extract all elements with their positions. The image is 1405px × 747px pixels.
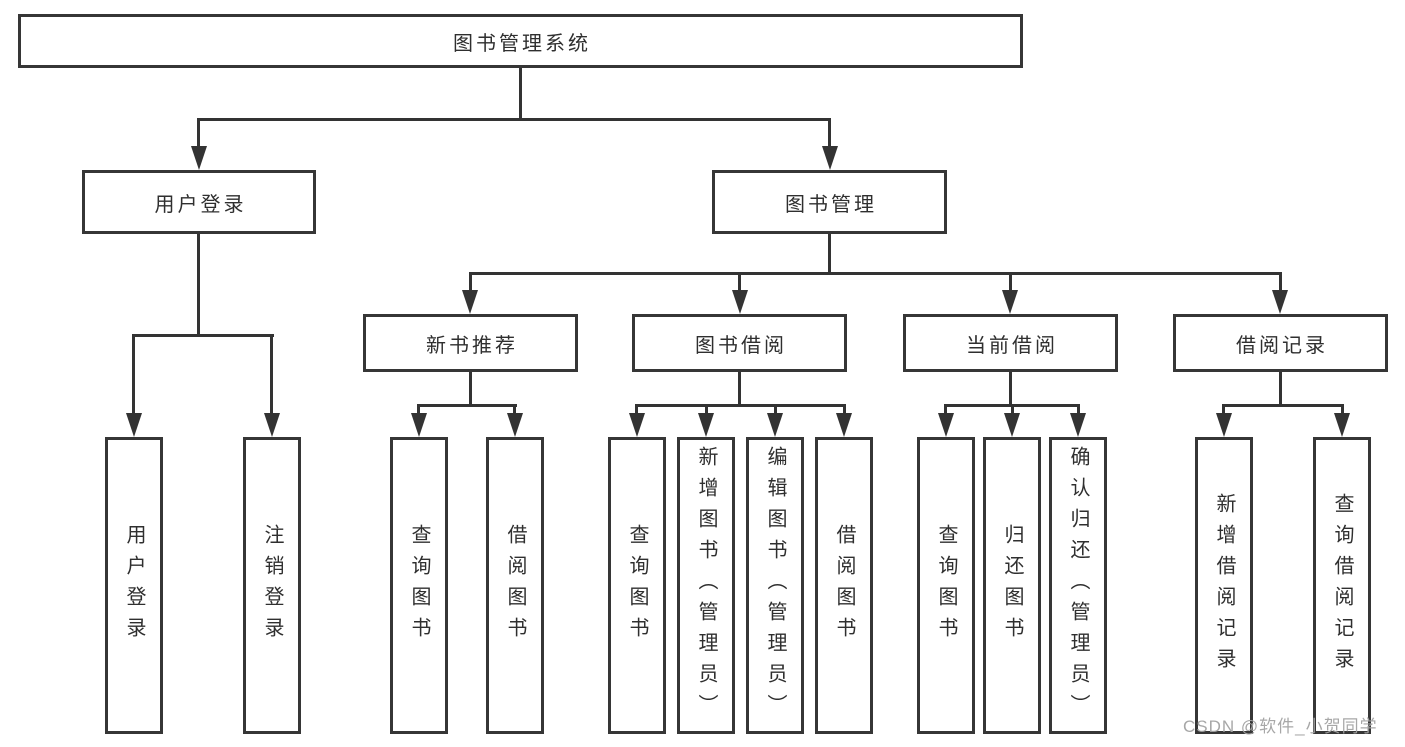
arrowhead-down-icon xyxy=(629,413,645,437)
node-leaf-cb-query-books: 查询图书 xyxy=(917,437,975,734)
node-leaf-br-query-record: 查询借阅记录 xyxy=(1313,437,1371,734)
drop-line xyxy=(270,334,273,416)
node-leaf-nb-borrow-books: 借阅图书 xyxy=(486,437,544,734)
node-leaf-bb-query-books: 查询图书 xyxy=(608,437,666,734)
arrowhead-down-icon xyxy=(507,413,523,437)
node-book-borrow: 图书借阅 xyxy=(632,314,847,372)
node-leaf-user-login: 用户登录 xyxy=(105,437,163,734)
node-leaf-bb-edit-books-admin: 编辑图书（管理员） xyxy=(746,437,804,734)
node-leaf-bb-borrow-books: 借阅图书 xyxy=(815,437,873,734)
rail-line xyxy=(635,404,846,407)
stem-line xyxy=(197,234,200,334)
drop-line xyxy=(1341,404,1344,415)
drop-line xyxy=(944,404,947,415)
node-user-login: 用户登录 xyxy=(82,170,316,234)
node-root: 图书管理系统 xyxy=(18,14,1023,68)
stem-line xyxy=(738,372,741,404)
drop-line xyxy=(705,404,708,415)
drop-line xyxy=(635,404,638,415)
arrowhead-down-icon xyxy=(126,413,142,437)
watermark: CSDN @软件_小贺同学 xyxy=(1183,717,1378,736)
drop-line xyxy=(774,404,777,415)
node-book-management: 图书管理 xyxy=(712,170,947,234)
arrowhead-down-icon xyxy=(732,290,748,314)
node-leaf-cb-return-books: 归还图书 xyxy=(983,437,1041,734)
drop-line xyxy=(417,404,420,415)
drop-line xyxy=(513,404,516,415)
node-leaf-cb-confirm-return-admin: 确认归还（管理员） xyxy=(1049,437,1107,734)
drop-line xyxy=(1077,404,1080,415)
drop-line xyxy=(1011,404,1014,415)
arrowhead-down-icon xyxy=(836,413,852,437)
node-leaf-br-add-record: 新增借阅记录 xyxy=(1195,437,1253,734)
arrowhead-down-icon xyxy=(1070,413,1086,437)
drop-line xyxy=(843,404,846,415)
stem-line xyxy=(1279,372,1282,404)
rail-line xyxy=(197,118,831,121)
rail-line xyxy=(469,272,1282,275)
rail-line xyxy=(417,404,517,407)
arrowhead-down-icon xyxy=(1334,413,1350,437)
arrowhead-down-icon xyxy=(462,290,478,314)
node-current-borrow: 当前借阅 xyxy=(903,314,1118,372)
drop-line xyxy=(828,118,831,148)
arrowhead-down-icon xyxy=(1272,290,1288,314)
stem-line xyxy=(519,68,522,118)
arrowhead-down-icon xyxy=(938,413,954,437)
arrowhead-down-icon xyxy=(264,413,280,437)
arrowhead-down-icon xyxy=(1004,413,1020,437)
rail-line xyxy=(132,334,274,337)
stem-line xyxy=(828,234,831,272)
drop-line xyxy=(738,272,741,292)
drop-line xyxy=(1009,272,1012,292)
arrowhead-down-icon xyxy=(191,146,207,170)
node-leaf-bb-add-books-admin: 新增图书（管理员） xyxy=(677,437,735,734)
drop-line xyxy=(469,272,472,292)
arrowhead-down-icon xyxy=(1216,413,1232,437)
node-borrow-records: 借阅记录 xyxy=(1173,314,1388,372)
stem-line xyxy=(1009,372,1012,404)
stem-line xyxy=(469,372,472,404)
drop-line xyxy=(197,118,200,148)
arrowhead-down-icon xyxy=(822,146,838,170)
node-leaf-nb-query-books: 查询图书 xyxy=(390,437,448,734)
node-leaf-logout: 注销登录 xyxy=(243,437,301,734)
arrowhead-down-icon xyxy=(767,413,783,437)
arrowhead-down-icon xyxy=(411,413,427,437)
drop-line xyxy=(1222,404,1225,415)
node-new-book-recommend: 新书推荐 xyxy=(363,314,578,372)
arrowhead-down-icon xyxy=(1002,290,1018,314)
drop-line xyxy=(1279,272,1282,292)
drop-line xyxy=(132,334,135,416)
arrowhead-down-icon xyxy=(698,413,714,437)
rail-line xyxy=(1222,404,1344,407)
